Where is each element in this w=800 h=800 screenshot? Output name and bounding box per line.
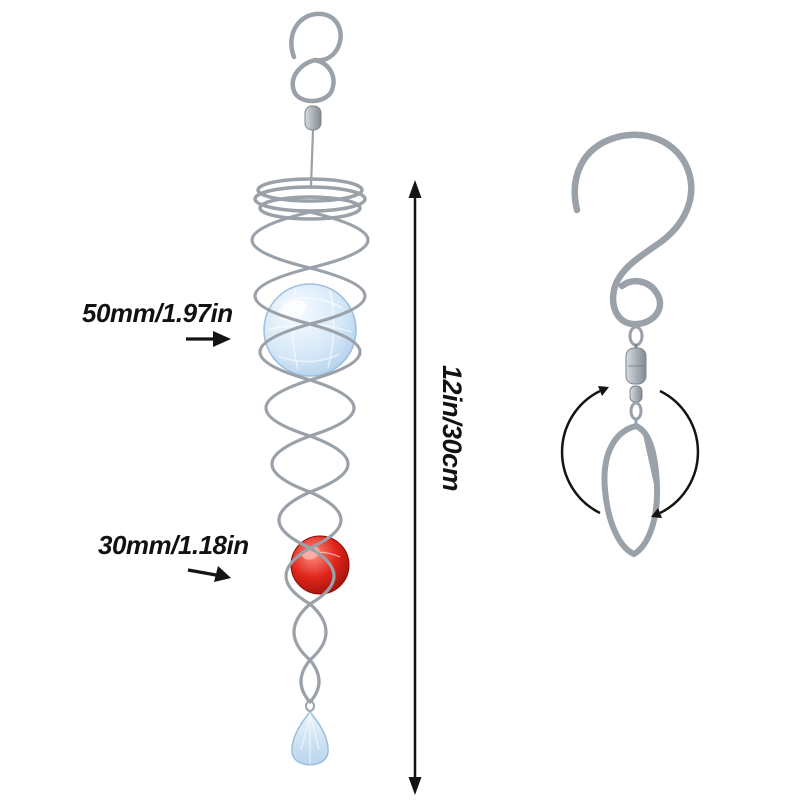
large-ball-pointer-arrow bbox=[186, 331, 231, 347]
small-ball-pointer-arrow bbox=[187, 566, 231, 582]
height-dimension-arrow bbox=[408, 180, 422, 795]
height-dimension-label: 12in/30cm bbox=[437, 364, 467, 492]
small-ball-size-label: 30mm/1.18in bbox=[98, 530, 249, 560]
hanging-hook-icon bbox=[289, 11, 343, 188]
rotation-arrows-icon bbox=[560, 386, 700, 518]
s-hook-icon bbox=[571, 131, 695, 328]
top-swivel-barrel bbox=[304, 105, 322, 131]
large-ball-size-label: 50mm/1.97in bbox=[82, 298, 233, 328]
spiral-helix bbox=[250, 210, 370, 704]
teardrop-pendant bbox=[291, 700, 329, 766]
snap-clip-icon bbox=[601, 417, 661, 558]
swivel-connector bbox=[625, 325, 647, 421]
large-crystal-ball bbox=[263, 283, 357, 377]
